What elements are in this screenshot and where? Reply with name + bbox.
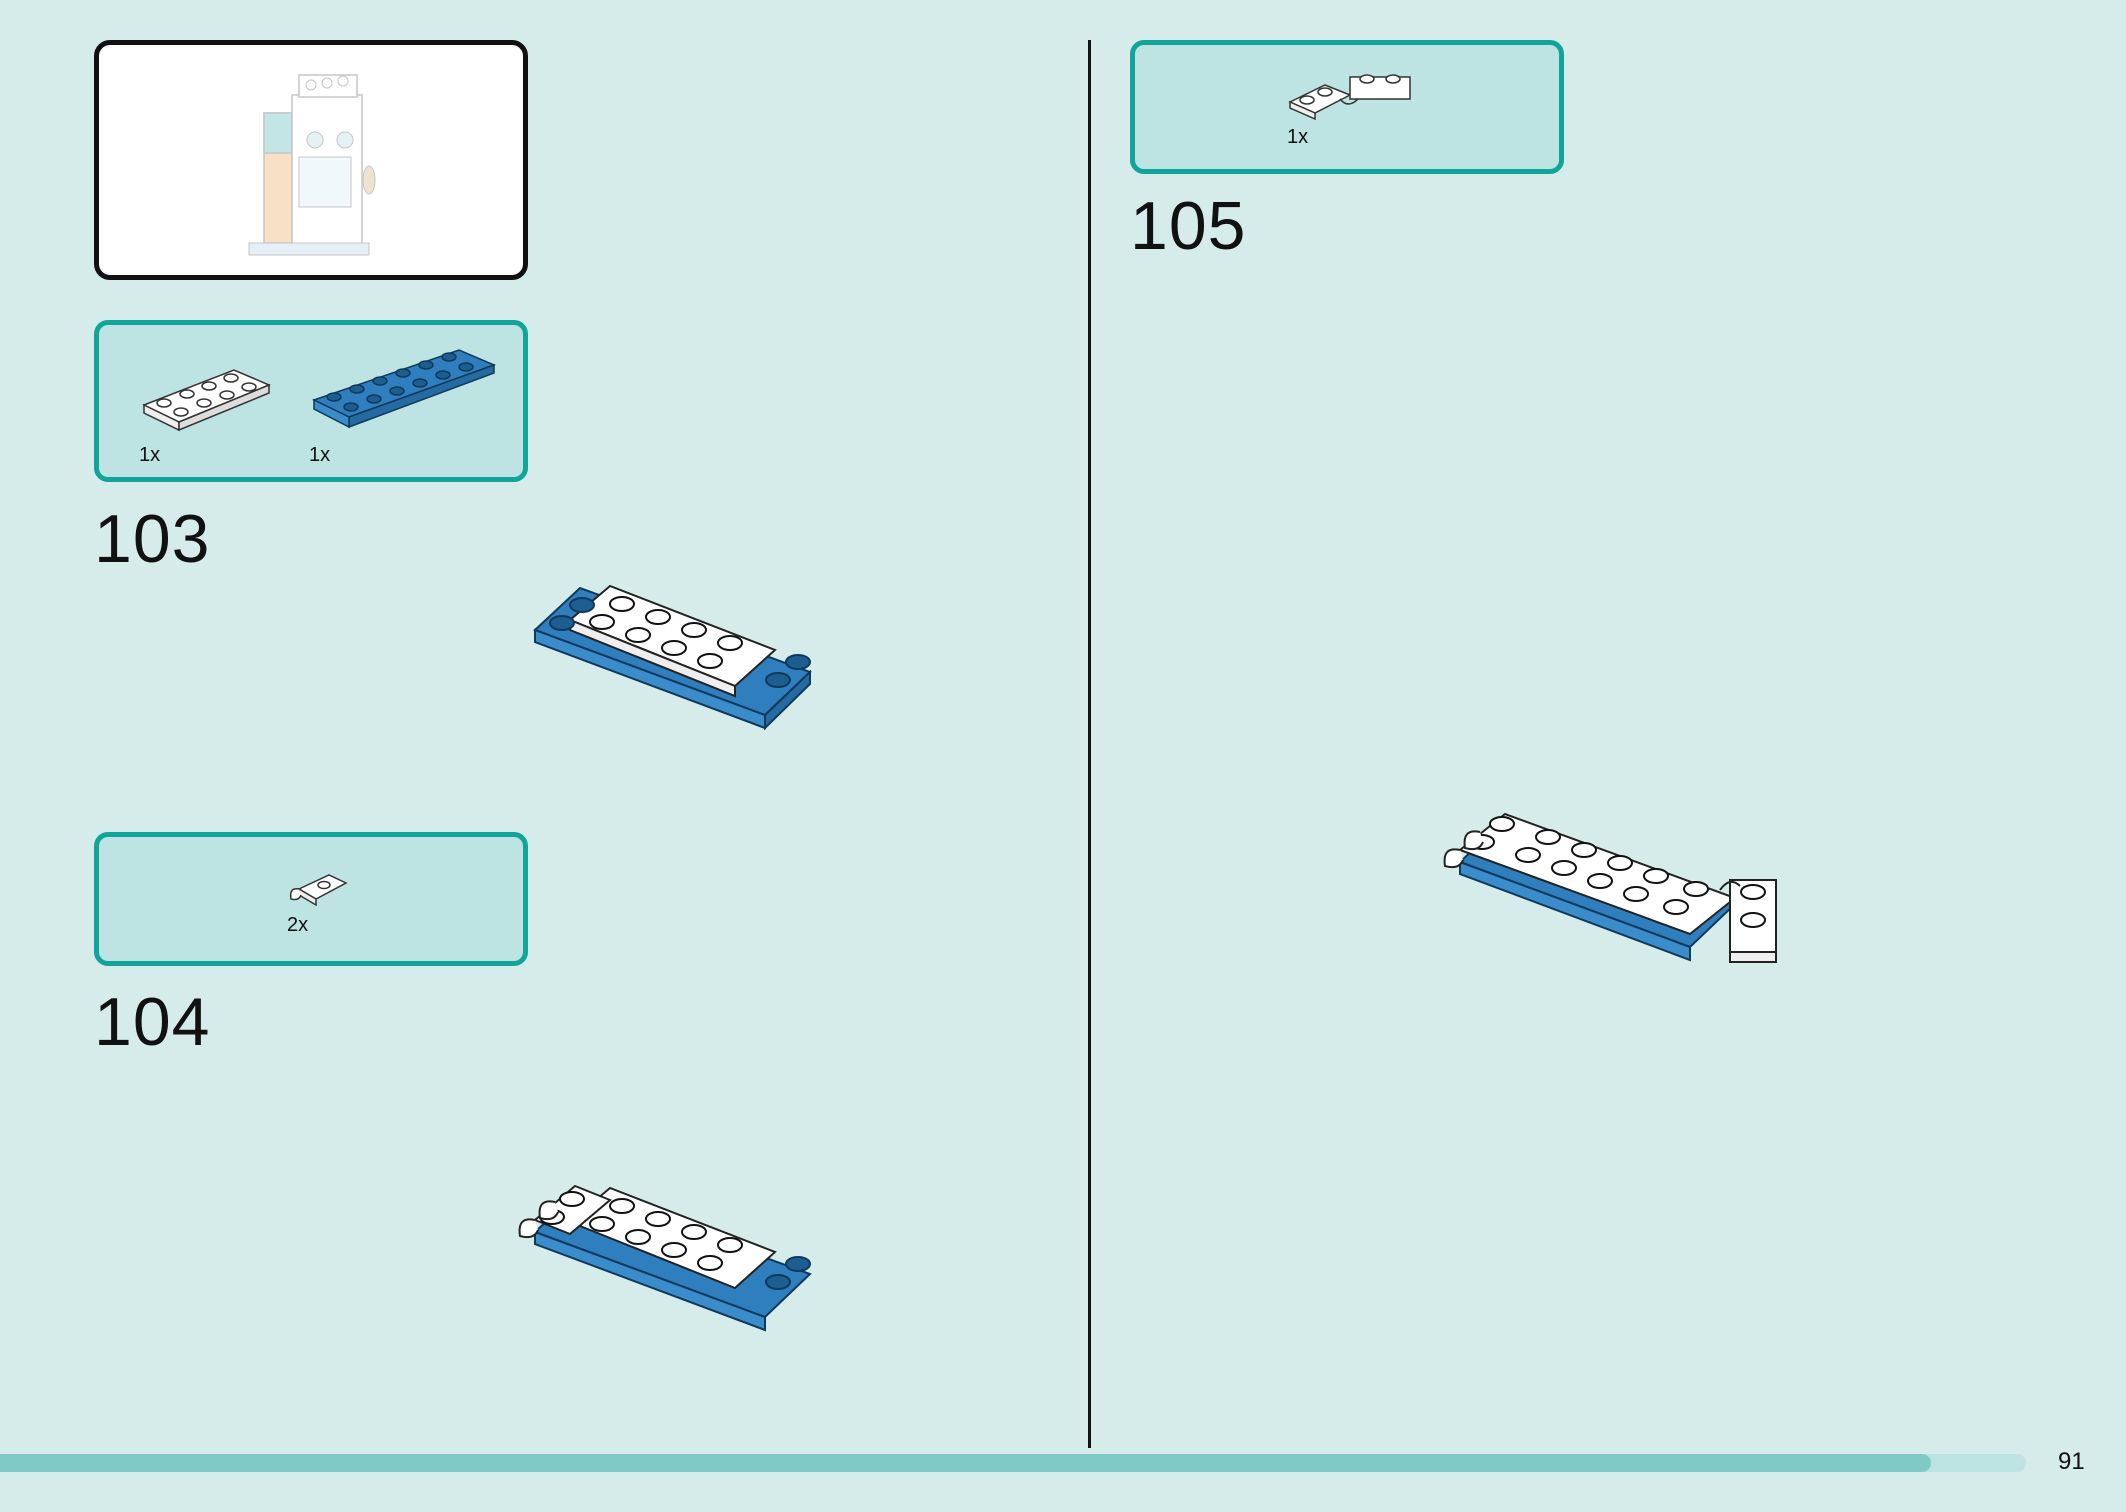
step-number: 105 [1130, 188, 1247, 264]
part-quantity: 1x [309, 444, 331, 466]
part-quantity: 1x [1287, 126, 1309, 148]
parts-box-step-103: 1x 1x [94, 320, 528, 482]
step-number: 103 [94, 501, 211, 577]
white-plate-2x4-icon [142, 369, 271, 432]
step-number: 104 [94, 984, 211, 1060]
part-quantity: 2x [287, 914, 309, 936]
white-clip-plate-icon [289, 874, 348, 907]
step-104-assembly-illustration [518, 1184, 812, 1332]
parts-box-step-105: 1x [1130, 40, 1564, 174]
step-105-assembly-illustration [1443, 812, 1777, 963]
white-plate-with-clip-icon [1288, 74, 1411, 121]
progress-bar-fill [0, 1454, 1931, 1472]
progress-bar [0, 1454, 2026, 1472]
parts-box-step-104: 2x [94, 832, 528, 966]
page-number: 91 [2058, 1448, 2085, 1475]
step-103-assembly-illustration [533, 584, 812, 731]
part-quantity: 1x [139, 444, 161, 466]
overview-panel [94, 40, 528, 280]
model-overview-illustration [248, 74, 376, 256]
blue-plate-2x6-icon [312, 349, 497, 429]
page-divider [1088, 40, 1091, 1448]
